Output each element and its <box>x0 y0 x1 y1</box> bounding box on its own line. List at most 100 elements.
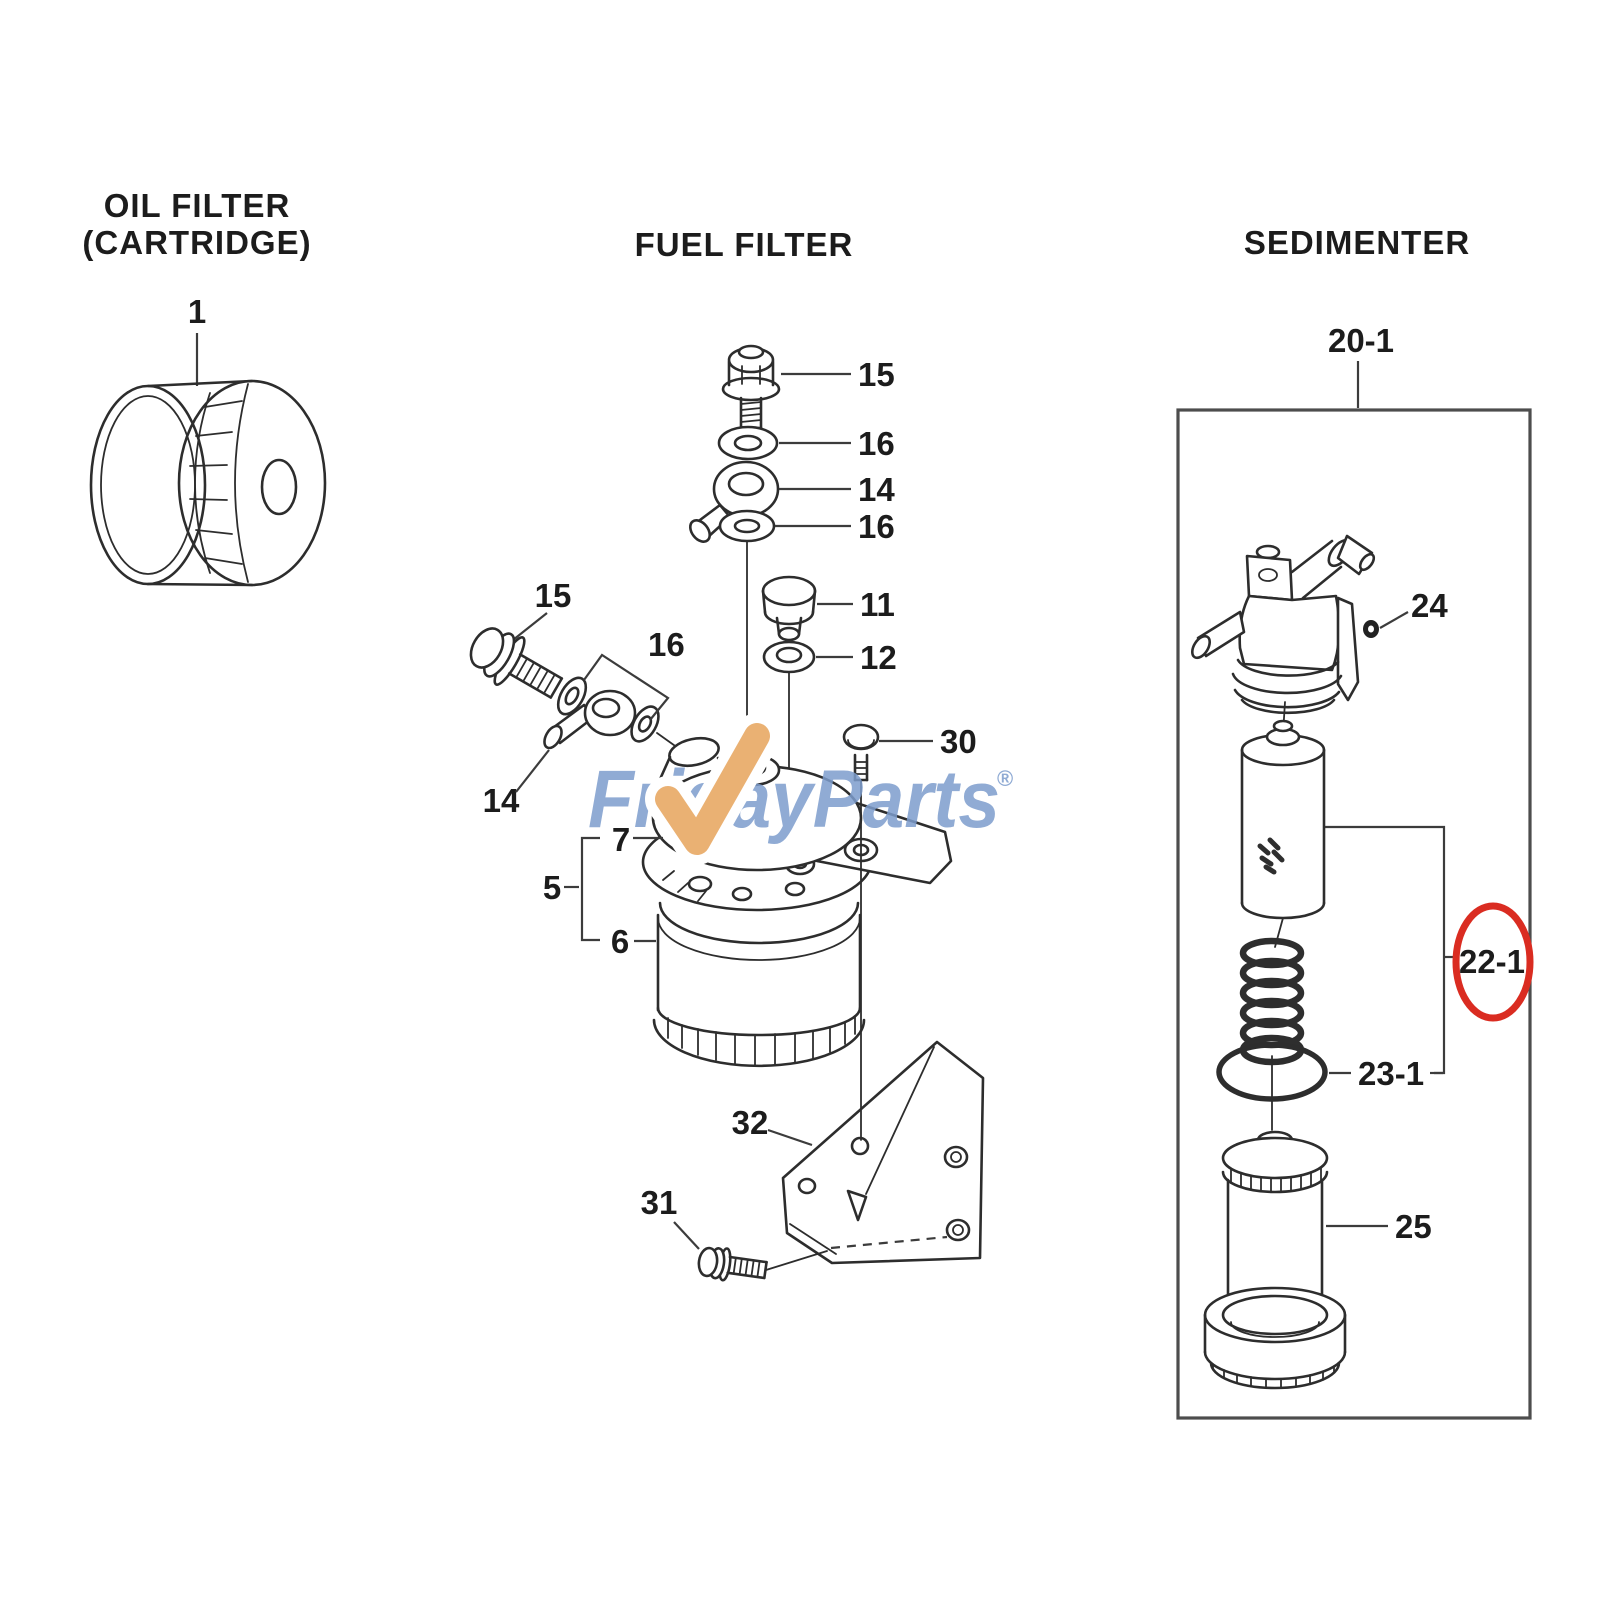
diagram-stroke <box>515 657 529 679</box>
sedimenter-title: SEDIMENTER <box>1244 224 1470 261</box>
diagram-stroke <box>564 686 580 706</box>
diagram-stroke <box>697 1246 719 1278</box>
diagram-stroke <box>1231 672 1343 695</box>
diagram-stroke <box>591 697 621 719</box>
watermark-check <box>645 713 780 865</box>
washer-top-upper-drawing <box>717 425 779 461</box>
diagram-stroke <box>842 723 880 751</box>
diagram-stroke <box>1257 843 1271 856</box>
diagram-stroke <box>1240 698 1336 715</box>
diagram-stroke <box>846 1189 868 1222</box>
diagram-stroke <box>260 458 298 516</box>
diagram-stroke <box>756 1260 761 1278</box>
leader-line-16-left <box>583 653 670 721</box>
diagram-stroke <box>177 379 327 587</box>
diagram-stroke <box>721 376 781 402</box>
diagram-stroke <box>658 901 860 945</box>
leader-line-15-left <box>512 612 548 641</box>
diagram-stroke <box>1272 719 1294 733</box>
diagram-stroke <box>677 882 689 893</box>
leader-line-24 <box>1379 611 1409 629</box>
diagram-stroke <box>797 1177 817 1195</box>
diagram-stroke <box>542 673 556 695</box>
diagram-stroke <box>189 498 228 501</box>
oil-filter-title-line1: OIL FILTER <box>104 187 291 224</box>
diagram-stroke <box>744 1258 749 1277</box>
part-label-30: 30 <box>940 723 977 760</box>
diagram-stroke <box>777 626 801 642</box>
diagram-stroke <box>688 519 712 543</box>
part-label-7: 7 <box>612 821 630 858</box>
head-bolt-drawing <box>842 723 880 782</box>
watermark: FridayParts ® <box>588 754 1013 845</box>
diagram-stroke <box>750 1259 755 1278</box>
diagram-stroke <box>204 400 243 408</box>
sedimenter-assembly-box <box>1176 408 1532 1420</box>
part-label-16-top-upper: 16 <box>858 425 895 462</box>
diagram-stroke <box>146 379 254 388</box>
diagram-stroke <box>811 589 817 614</box>
diagram-stroke <box>549 677 564 699</box>
sedimenter-element-drawing <box>1240 719 1326 920</box>
diagram-stroke <box>657 917 861 961</box>
diagram-stroke <box>1368 625 1374 633</box>
mount-bracket-drawing <box>781 1040 985 1265</box>
diagram-stroke <box>662 870 675 881</box>
diagram-stroke <box>737 344 765 360</box>
diagram-stroke <box>738 1257 743 1276</box>
diagram-stroke <box>732 1256 737 1275</box>
diagram-stroke <box>761 589 767 614</box>
diagram-stroke <box>740 407 762 411</box>
diagram-stroke <box>204 557 243 565</box>
washer-top-lower-drawing <box>718 509 776 543</box>
fuel-filter-cartridge-drawing <box>652 901 866 1068</box>
diagram-stroke <box>1290 539 1334 574</box>
diagram-stroke <box>583 689 637 737</box>
diagram-stroke <box>712 460 780 518</box>
bracket-22-1 <box>1325 825 1446 1075</box>
diagram-stroke <box>945 1218 971 1242</box>
diagram-stroke <box>740 413 762 417</box>
diagram-stroke <box>1203 1350 1347 1381</box>
diagram-stroke <box>1239 957 1305 989</box>
diagram-stroke <box>630 705 660 743</box>
diagram-stroke <box>189 464 228 467</box>
diagram-stroke <box>1258 568 1278 582</box>
plug-gasket-drawing <box>762 640 816 674</box>
diagram-stroke <box>1191 634 1211 660</box>
washer-left-a-drawing <box>556 676 588 716</box>
diagram-stroke <box>146 582 254 587</box>
part-label-6: 6 <box>611 923 629 960</box>
diagram-stroke <box>1263 864 1277 875</box>
diagram-stroke <box>1221 1136 1329 1180</box>
diagram-stroke <box>536 669 549 691</box>
diagram-stroke <box>556 676 588 716</box>
diagram-stroke <box>656 1006 862 1037</box>
part-label-24: 24 <box>1411 587 1448 624</box>
diagram-stroke <box>789 1223 837 1255</box>
part-label-5: 5 <box>543 869 561 906</box>
part-label-15-left: 15 <box>535 577 572 614</box>
part-label-16-top-lower: 16 <box>858 508 895 545</box>
diagram-stroke <box>731 886 753 902</box>
diagram-stroke <box>740 419 762 423</box>
sedimenter-section: SEDIMENTER 20-1 24 <box>1176 224 1532 1420</box>
diagram-stroke <box>761 575 817 607</box>
diagram-stroke <box>718 509 776 543</box>
banjo-bolt-top-drawing <box>721 344 781 430</box>
part-label-12: 12 <box>860 639 897 676</box>
diagram-stroke <box>529 665 542 687</box>
diagram-stroke <box>784 881 806 897</box>
part-label-23-1: 23-1 <box>1358 1055 1424 1092</box>
diagram-stroke <box>637 715 653 733</box>
banjo-fitting-top-drawing <box>688 460 780 543</box>
part-label-32: 32 <box>732 1104 769 1141</box>
banjo-fitting-left-drawing <box>543 689 637 750</box>
sedimenter-head-drawing <box>1191 534 1379 715</box>
diagram-stroke <box>1236 658 1340 677</box>
diagram-stroke <box>1301 565 1343 600</box>
part-label-22-1: 22-1 <box>1459 943 1525 980</box>
diagram-stroke <box>1238 594 1341 672</box>
diagram-stroke <box>1336 596 1360 702</box>
diagram-stroke <box>850 1136 870 1156</box>
